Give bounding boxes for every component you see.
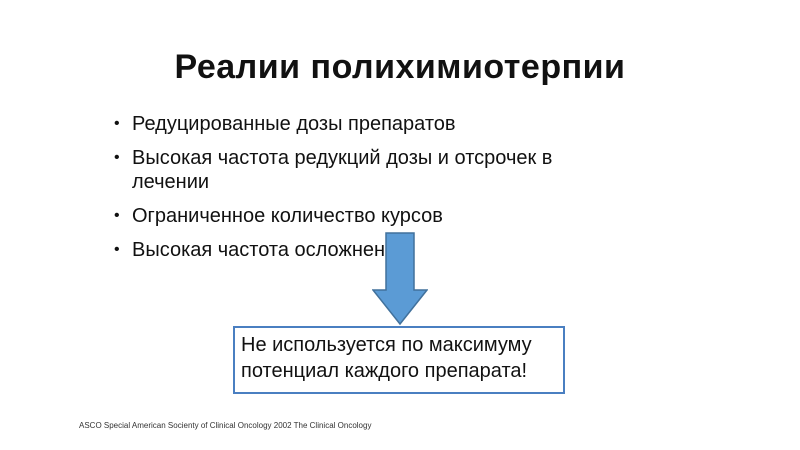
- callout-box: Не используется по максимуму потенциал к…: [233, 326, 565, 394]
- bullet-item: • Высокая частота осложнений: [112, 238, 632, 262]
- bullet-marker: •: [114, 241, 120, 258]
- bullet-text: Ограниченное количество курсов: [132, 205, 443, 227]
- bullet-item: • Ограниченное количество курсов: [112, 204, 632, 228]
- bullet-text: Высокая частота редукций дозы и отсрочек…: [132, 147, 553, 193]
- bullet-text: Редуцированные дозы препаратов: [132, 113, 456, 135]
- bullet-list: • Редуцированные дозы препаратов • Высок…: [112, 112, 632, 272]
- bullet-marker: •: [114, 115, 120, 132]
- bullet-item: • Редуцированные дозы препаратов: [112, 112, 632, 136]
- slide-title: Реалии полихимиотерпии: [174, 48, 626, 86]
- footer-citation: ASCO Special American Socienty of Clinic…: [79, 421, 372, 430]
- bullet-marker: •: [114, 207, 120, 224]
- bullet-item: • Высокая частота редукций дозы и отсроч…: [112, 146, 632, 194]
- callout-text: Не используется по максимуму потенциал к…: [241, 334, 532, 382]
- down-arrow-shape: [372, 232, 428, 326]
- bullet-marker: •: [114, 149, 120, 166]
- bullet-text: Высокая частота осложнений: [132, 239, 408, 261]
- down-arrow-icon: [372, 232, 428, 326]
